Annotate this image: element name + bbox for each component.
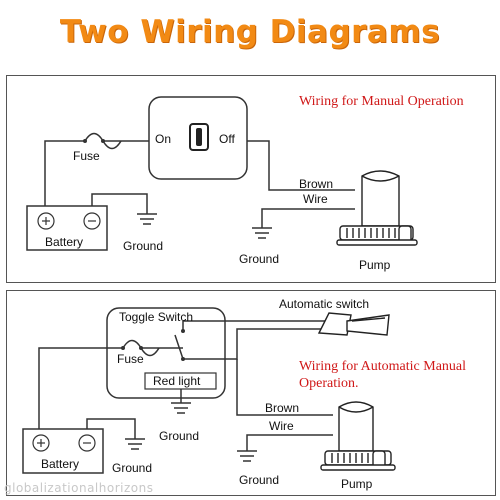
auto-wire-positive xyxy=(38,347,123,431)
ground-symbol-icon xyxy=(125,438,145,450)
auto-wire-brown xyxy=(236,359,333,416)
manual-wire-positive xyxy=(44,140,85,206)
manual-wire-ground xyxy=(261,208,355,228)
auto-wire-label: Wire xyxy=(269,419,294,433)
pump-icon xyxy=(336,170,418,246)
ground-symbol-icon xyxy=(171,402,191,414)
pump-ground-label: Ground xyxy=(239,252,280,266)
automatic-switch-label: Automatic switch xyxy=(279,297,370,311)
ground-symbol-icon xyxy=(237,450,257,462)
auto-fuse-label: Fuse xyxy=(117,352,144,366)
toggle-lever-icon xyxy=(174,334,184,360)
automatic-wiring-panel: Toggle Switch Automatic switch Wiring fo… xyxy=(6,290,496,496)
toggle-switch-label: Toggle Switch xyxy=(119,310,194,324)
brown-wire-label: Brown xyxy=(299,177,334,191)
auto-pump-ground-label: Ground xyxy=(239,473,280,487)
pump-label: Pump xyxy=(359,258,391,272)
auto-wire-ground xyxy=(246,434,333,451)
automatic-float-switch-icon xyxy=(317,312,390,336)
wire-label: Wire xyxy=(303,192,328,206)
manual-wiring-panel: Wiring for Manual Operation Fuse On Off … xyxy=(6,75,496,283)
ground-symbol-icon xyxy=(252,227,272,239)
switch-off-label: Off xyxy=(219,132,235,146)
red-light-ground-label: Ground xyxy=(159,429,200,443)
switch-on-label: On xyxy=(155,132,172,146)
fuse-label: Fuse xyxy=(73,149,100,163)
battery-label: Battery xyxy=(45,235,84,249)
red-light-label: Red light xyxy=(153,374,201,388)
manual-wiring-svg xyxy=(26,96,418,251)
pump-icon xyxy=(320,401,396,471)
auto-battery-label: Battery xyxy=(41,457,80,471)
ground-symbol-icon xyxy=(137,213,157,225)
battery-ground-label: Ground xyxy=(123,239,164,253)
watermark: globalizationalhorizons xyxy=(4,481,154,495)
auto-pump-label: Pump xyxy=(341,477,373,491)
automatic-wiring-svg xyxy=(22,307,396,474)
manual-operation-note: Wiring for Manual Operation xyxy=(299,94,464,109)
auto-battery-ground-label: Ground xyxy=(112,461,153,475)
auto-operation-note-line2: Operation. xyxy=(299,376,359,391)
auto-brown-wire-label: Brown xyxy=(265,401,300,415)
auto-operation-note-line1: Wiring for Automatic Manual xyxy=(299,359,467,374)
manual-wire-brown xyxy=(247,140,355,191)
diagram-title: Two Wiring Diagrams xyxy=(59,14,441,50)
